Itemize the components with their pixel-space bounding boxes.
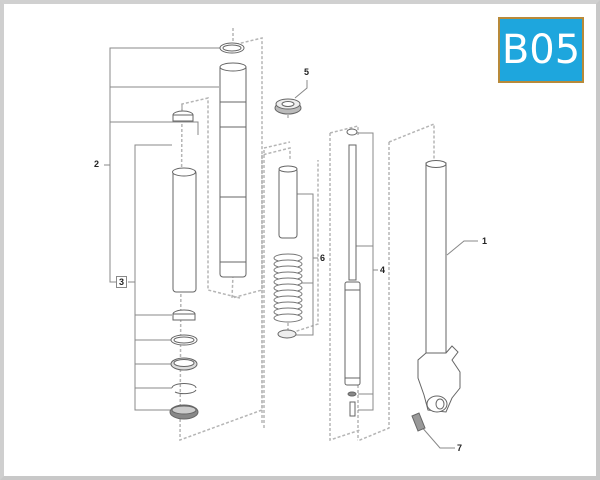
callout-1[interactable]: 1 <box>482 236 488 246</box>
callout-4[interactable]: 4 <box>380 265 386 275</box>
callout-5[interactable]: 5 <box>304 67 310 77</box>
callout-6[interactable]: 6 <box>320 253 326 263</box>
callout-7[interactable]: 7 <box>457 443 463 453</box>
callout-3[interactable]: 3 <box>116 276 128 288</box>
callout-2[interactable]: 2 <box>94 159 100 169</box>
section-code-badge: B05 <box>498 17 584 83</box>
